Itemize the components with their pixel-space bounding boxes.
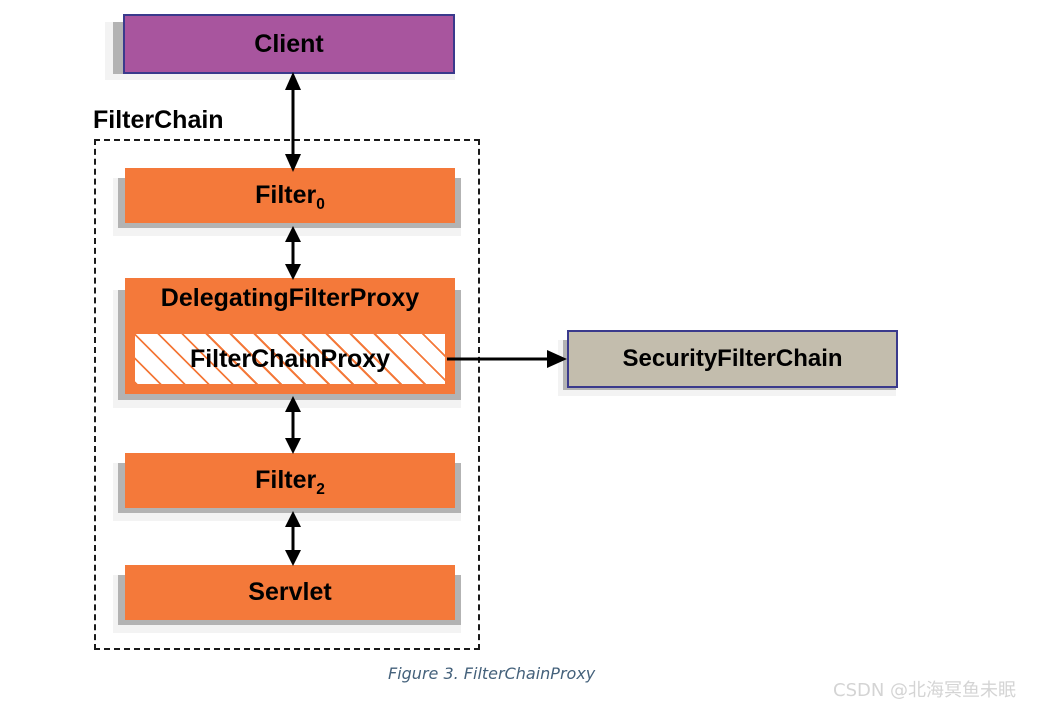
- edge-filter0-to-delegating-filter-proxy: [285, 226, 301, 280]
- watermark: CSDN @北海冥鱼未眠: [833, 680, 1017, 701]
- edge-filter-chain-proxy-to-security-filter-chain: [447, 350, 567, 368]
- node-client-label: Client: [254, 29, 324, 58]
- node-filter0-label: Filter0: [255, 181, 325, 213]
- node-delegating-filter-proxy-label: DelegatingFilterProxy: [160, 284, 420, 312]
- node-filter2-subscript: 2: [316, 481, 325, 498]
- figure-caption: Figure 3. FilterChainProxy: [388, 664, 596, 683]
- node-filter-chain-proxy[interactable]: FilterChainProxy: [133, 332, 447, 386]
- node-servlet[interactable]: Servlet: [125, 565, 455, 620]
- edge-filter2-to-servlet: [285, 511, 301, 566]
- node-client[interactable]: Client: [123, 14, 455, 74]
- group-label-filterchain: FilterChain: [93, 106, 224, 134]
- group-filterchain: [94, 139, 480, 650]
- node-security-filter-chain-label: SecurityFilterChain: [622, 345, 843, 372]
- edge-delegating-filter-proxy-to-filter2: [285, 396, 301, 454]
- node-filter-chain-proxy-label: FilterChainProxy: [189, 344, 391, 373]
- node-filter2-label: Filter2: [255, 466, 325, 498]
- edge-client-to-filter0: [285, 72, 301, 172]
- node-servlet-label: Servlet: [248, 578, 332, 606]
- node-filter0-subscript: 0: [316, 196, 325, 213]
- node-filter2[interactable]: Filter2: [125, 453, 455, 508]
- node-filter0[interactable]: Filter0: [125, 168, 455, 223]
- node-security-filter-chain[interactable]: SecurityFilterChain: [567, 330, 898, 388]
